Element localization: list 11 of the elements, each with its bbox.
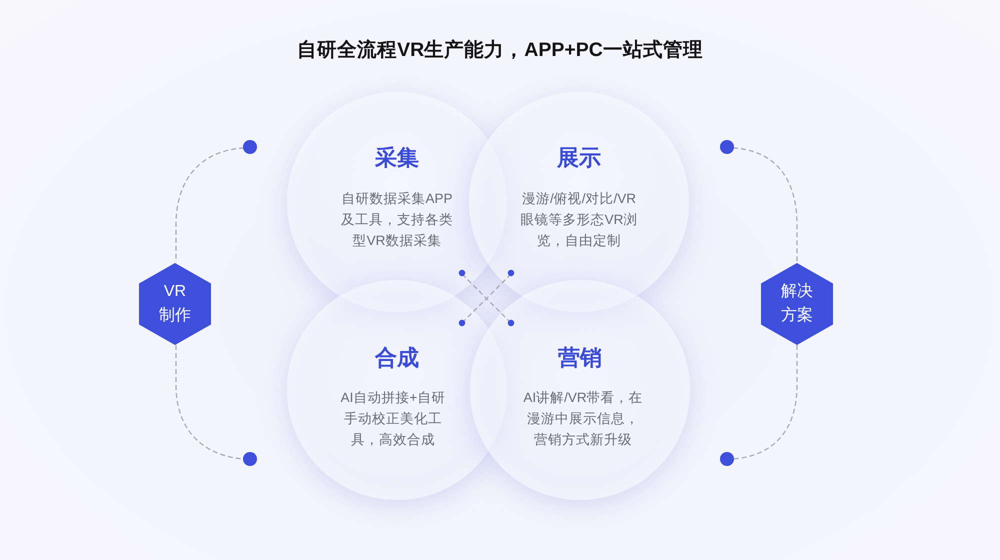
circle-description: AI自动拼接+自研手动校正美化工具，高效合成 (340, 389, 446, 449)
circle-heading: 展示 (556, 144, 602, 172)
circle-heading: 营销 (557, 344, 603, 372)
badge-label: VR制作 (158, 282, 192, 326)
circle-description: 漫游/俯视/对比/VR眼镜等多形态VR浏览，自由定制 (520, 190, 638, 250)
circle-description: 自研数据采集APP及工具，支持各类型VR数据采集 (340, 190, 454, 250)
badge-label: 解决方案 (780, 282, 814, 326)
circle-heading: 采集 (374, 144, 420, 172)
circle-description: AI讲解/VR带看，在漫游中展示信息，营销方式新升级 (522, 389, 644, 449)
circle-heading: 合成 (374, 344, 420, 372)
diagram-title: 自研全流程VR生产能力，APP+PC一站式管理 (297, 38, 703, 63)
